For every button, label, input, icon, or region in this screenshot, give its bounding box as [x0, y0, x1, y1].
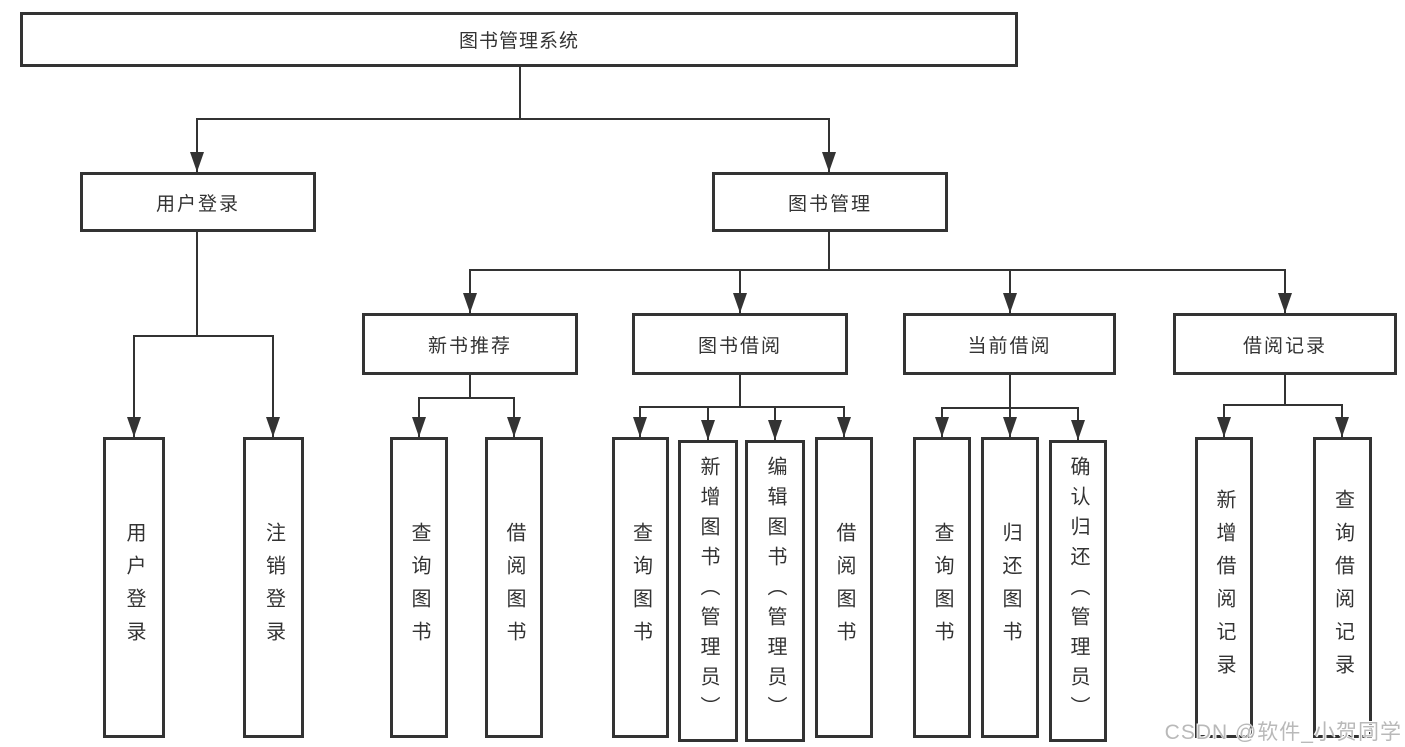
node-label: 确认归还（管理员）	[1067, 456, 1089, 726]
node-book-borrowing: 图书借阅	[632, 313, 848, 375]
leaf-query-borrow-record: 查询借阅记录	[1313, 437, 1372, 738]
node-new-book-recommend: 新书推荐	[362, 313, 578, 375]
leaf-borrow-books: 借阅图书	[815, 437, 873, 738]
node-label: 归还图书	[999, 521, 1021, 654]
leaf-query-books-borrowing: 查询图书	[612, 437, 669, 738]
leaf-confirm-return-admin: 确认归还（管理员）	[1049, 440, 1107, 742]
leaf-query-books-current: 查询图书	[913, 437, 971, 738]
node-label: 借阅记录	[1242, 335, 1327, 357]
leaf-edit-books-admin: 编辑图书（管理员）	[745, 440, 805, 742]
node-label: 当前借阅	[967, 335, 1052, 357]
node-label: 查询借阅记录	[1331, 488, 1354, 687]
node-library-system: 图书管理系统	[20, 12, 1018, 67]
node-label: 用户登录	[123, 521, 145, 654]
node-label: 借阅图书	[833, 521, 855, 654]
node-label: 图书借阅	[697, 335, 782, 357]
leaf-add-books-admin: 新增图书（管理员）	[678, 440, 738, 742]
leaf-query-books-recommend: 查询图书	[390, 437, 448, 738]
node-label: 新增图书（管理员）	[697, 456, 719, 726]
node-label: 查询图书	[408, 521, 430, 654]
node-label: 编辑图书（管理员）	[764, 456, 786, 726]
leaf-borrow-books-recommend: 借阅图书	[485, 437, 543, 738]
node-current-borrowing: 当前借阅	[903, 313, 1116, 375]
node-label: 借阅图书	[503, 521, 525, 654]
node-label: 注销登录	[262, 521, 285, 654]
node-user-login-branch: 用户登录	[80, 172, 316, 232]
node-book-management: 图书管理	[712, 172, 948, 232]
node-label: 图书管理	[787, 193, 872, 215]
node-borrowing-records: 借阅记录	[1173, 313, 1397, 375]
csdn-watermark: CSDN @软件_小贺同学	[1164, 721, 1402, 744]
leaf-return-books: 归还图书	[981, 437, 1039, 738]
leaf-logout: 注销登录	[243, 437, 304, 738]
node-label: 用户登录	[155, 193, 240, 215]
node-label: 新增借阅记录	[1213, 488, 1235, 687]
node-label: 查询图书	[931, 521, 953, 654]
leaf-user-login: 用户登录	[103, 437, 165, 738]
node-label: 新书推荐	[427, 335, 512, 357]
node-label: 查询图书	[629, 521, 652, 654]
leaf-add-borrow-record: 新增借阅记录	[1195, 437, 1253, 738]
node-label: 图书管理系统	[458, 31, 579, 52]
